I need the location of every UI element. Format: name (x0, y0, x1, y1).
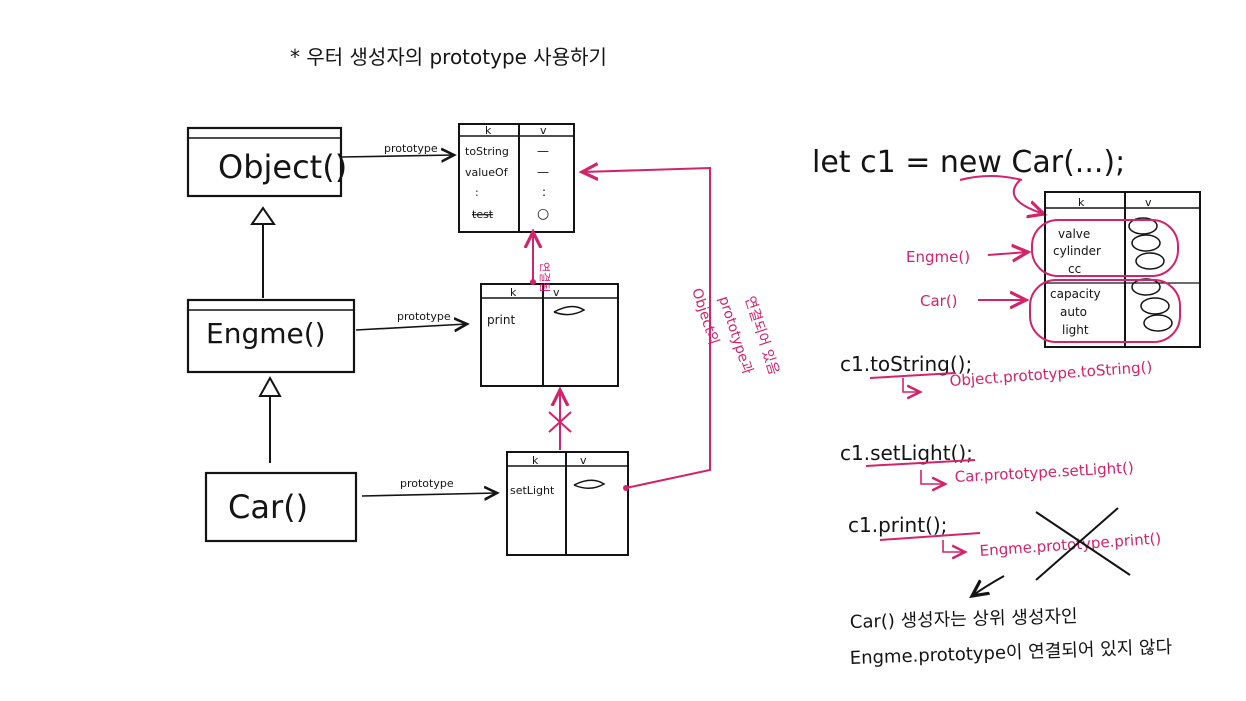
table-row-key: test (472, 208, 494, 221)
table-header-k: k (485, 124, 492, 137)
instance-code: let c1 = new Car(...); (812, 145, 1125, 180)
engine-prototype-table: k v print (480, 283, 619, 387)
table-header-k: k (1078, 196, 1085, 209)
conclusion-line-2: Engme.prototype이 연결되어 있지 않다 (849, 637, 1172, 669)
table-row-value: — (537, 165, 549, 179)
object-prototype-edge: prototype (341, 142, 454, 157)
engine-prototype-edge: prototype (355, 310, 467, 330)
object-constructor-label: Object() (218, 148, 347, 186)
prototype-edge-label: prototype (384, 142, 438, 155)
call-tostring: c1.toString(); Object.prototype.toString… (840, 352, 1153, 392)
car-constructor-box: Car() (204, 471, 358, 543)
table-row-key: toString (465, 145, 509, 158)
table-header-k: k (532, 454, 539, 467)
conclusion-arrow (972, 575, 1005, 596)
car-to-engine-broken-link (548, 390, 572, 450)
car-constructor-label: Car() (228, 488, 308, 526)
link-annotation: 연결됨 (538, 262, 551, 292)
conclusion-line-1: Car() 생성자는 상위 생성자인 (850, 606, 1078, 633)
table-row-key: print (487, 313, 515, 327)
table-row-value: ○ (537, 206, 549, 222)
instance-row-key: capacity (1050, 287, 1101, 301)
call-print: c1.print(); Engme.prototype.print() (848, 507, 1162, 581)
table-row-key: setLight (510, 484, 555, 497)
engine-group-label: Engme() (906, 248, 1028, 266)
svg-text:c1.toString();: c1.toString(); (840, 352, 972, 376)
engine-constructor-label: Engme() (206, 317, 326, 350)
prototype-edge-label: prototype (400, 477, 454, 490)
engine-to-object-link: 연결됨 (530, 232, 551, 292)
svg-text:Car(): Car() (920, 292, 958, 310)
svg-text:Object.prototype.toString(): Object.prototype.toString() (949, 358, 1153, 390)
object-prototype-table: k v toString valueOf : test — — : ○ (458, 123, 575, 233)
inheritance-arrow-car-engine (258, 375, 282, 463)
car-prototype-table: k v setLight (506, 451, 629, 556)
table-row-value: : (542, 185, 546, 199)
table-row-key: valueOf (465, 166, 509, 179)
car-to-object-link (582, 168, 711, 491)
instance-table: k v valve cylinder cc capacity auto ligh… (1029, 191, 1201, 348)
instance-row-key: cylinder (1053, 244, 1101, 258)
instance-row-key: valve (1058, 227, 1090, 241)
svg-text:c1.print();: c1.print(); (848, 513, 947, 537)
table-header-v: v (553, 286, 560, 299)
new-to-instance-arrow (1013, 179, 1044, 214)
inheritance-arrow-engine-object (250, 206, 276, 298)
svg-text:Engme(): Engme() (906, 248, 970, 266)
table-header-v: v (580, 454, 587, 467)
page-title: * 우터 생성자의 prototype 사용하기 (290, 45, 607, 69)
engine-constructor-box: Engme() (186, 298, 356, 374)
table-header-v: v (1145, 196, 1152, 209)
table-row-value: — (537, 144, 549, 158)
call-setlight: c1.setLight(); Car.prototype.setLight() (840, 441, 1134, 486)
object-link-annotation: Object의 prototype과 연결되어 있음 (688, 286, 782, 377)
instance-row-key: cc (1068, 262, 1081, 276)
instance-row-key: auto (1060, 305, 1087, 319)
table-row-key: : (475, 186, 479, 199)
car-prototype-edge: prototype (361, 477, 497, 496)
annotation-line: Object의 (688, 286, 721, 347)
object-constructor-box: Object() (186, 126, 347, 198)
table-header-k: k (510, 286, 517, 299)
table-header-v: v (540, 124, 547, 137)
instance-row-key: light (1062, 323, 1089, 337)
prototype-edge-label: prototype (397, 310, 451, 323)
svg-text:Car.prototype.setLight(): Car.prototype.setLight() (954, 459, 1134, 486)
car-group-label: Car() (920, 292, 1026, 310)
